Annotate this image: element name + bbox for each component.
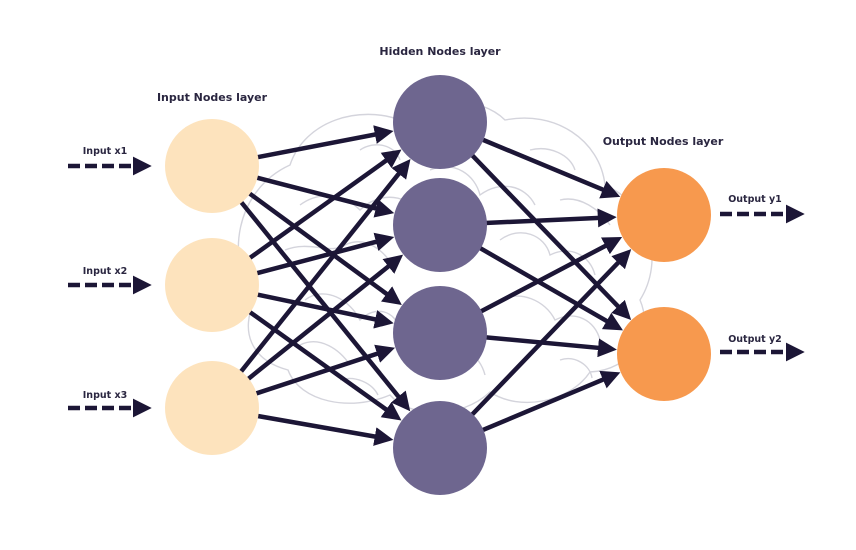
edge-hidden-4-output-1 <box>469 249 632 418</box>
edge-hidden-4-output-2 <box>480 370 621 433</box>
edge-input-1-hidden-4 <box>238 199 411 412</box>
output-node-2 <box>617 307 711 401</box>
edge-input-2-hidden-1 <box>247 149 402 261</box>
output-layer-title: Output Nodes layer <box>603 135 724 148</box>
edge-hidden-3-output-2 <box>484 334 617 358</box>
edge-hidden-1-output-1 <box>480 137 621 199</box>
hidden-layer-title: Hidden Nodes layer <box>379 45 501 58</box>
input-node-2 <box>165 238 259 332</box>
edge-hidden-2-output-1 <box>484 208 617 228</box>
edge-input-3-hidden-3 <box>254 344 396 397</box>
output-node-1 <box>617 168 711 262</box>
io-arrows <box>68 156 805 418</box>
edge-input-1-hidden-3 <box>246 190 402 306</box>
edge-input-1-hidden-2 <box>255 175 395 218</box>
edge-hidden-3-output-1 <box>478 237 623 315</box>
hidden-node-2 <box>393 178 487 272</box>
hidden-node-3 <box>393 286 487 380</box>
input-node-3 <box>165 361 259 455</box>
output-y1-label: Output y1 <box>728 194 782 205</box>
edge-input-3-hidden-2 <box>245 254 404 382</box>
input-layer-title: Input Nodes layer <box>157 91 268 104</box>
input-x2-label: Input x2 <box>83 266 127 277</box>
edge-input-3-hidden-4 <box>255 413 394 446</box>
hidden-node-1 <box>393 75 487 169</box>
edge-hidden-1-output-2 <box>469 152 632 320</box>
edge-hidden-2-output-2 <box>477 245 623 331</box>
output-y2-label: Output y2 <box>728 334 782 345</box>
edge-input-2-hidden-2 <box>254 232 395 276</box>
input-node-1 <box>165 119 259 213</box>
input-x3-label: Input x3 <box>83 390 127 401</box>
input-x1-label: Input x1 <box>83 146 127 157</box>
connection-edges <box>238 125 632 446</box>
edge-input-1-hidden-1 <box>255 125 394 160</box>
nodes-group <box>165 75 711 495</box>
edge-input-2-hidden-3 <box>255 292 394 329</box>
edge-input-3-hidden-1 <box>238 159 411 375</box>
hidden-node-4 <box>393 401 487 495</box>
